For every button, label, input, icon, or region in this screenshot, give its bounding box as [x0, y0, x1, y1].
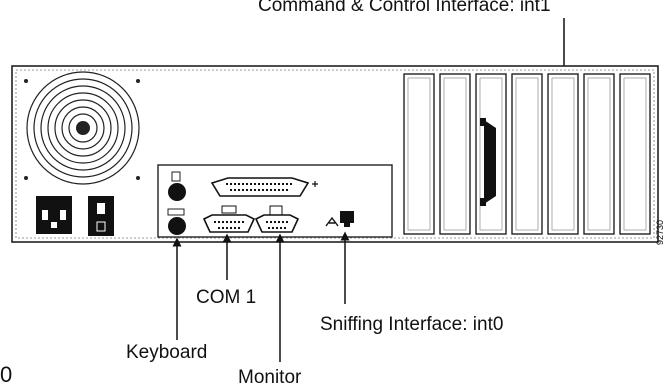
- figure-id-number: 92730: [655, 220, 665, 245]
- expansion-slot: [583, 73, 615, 235]
- expansion-slot: [511, 73, 543, 235]
- expansion-slot: [439, 73, 471, 235]
- ethernet-port-icon: [325, 211, 354, 227]
- fan-icon: [24, 71, 140, 185]
- command-control-interface-label: Command & Control Interface: int1: [258, 0, 551, 16]
- power-switch-icon: [88, 196, 114, 236]
- corner-digit: 0: [0, 362, 12, 385]
- mouse-port-icon: [168, 171, 186, 201]
- expansion-slot: [403, 73, 435, 235]
- chassis-inner-border: [15, 69, 655, 239]
- expansion-slot-int1: [547, 73, 579, 235]
- com1-port-icon: [202, 205, 256, 233]
- keyboard-label: Keyboard: [126, 342, 207, 363]
- monitor-port-icon: [254, 205, 300, 233]
- monitor-label: Monitor: [238, 367, 302, 385]
- power-socket-icon: [36, 196, 72, 234]
- parallel-port-icon: [210, 177, 318, 197]
- com1-label: COM 1: [196, 287, 256, 308]
- sniffing-interface-label: Sniffing Interface: int0: [320, 314, 503, 335]
- keyboard-port-icon: [167, 208, 186, 235]
- expansion-slot: [619, 73, 651, 235]
- expansion-slot-with-connector: [475, 73, 507, 235]
